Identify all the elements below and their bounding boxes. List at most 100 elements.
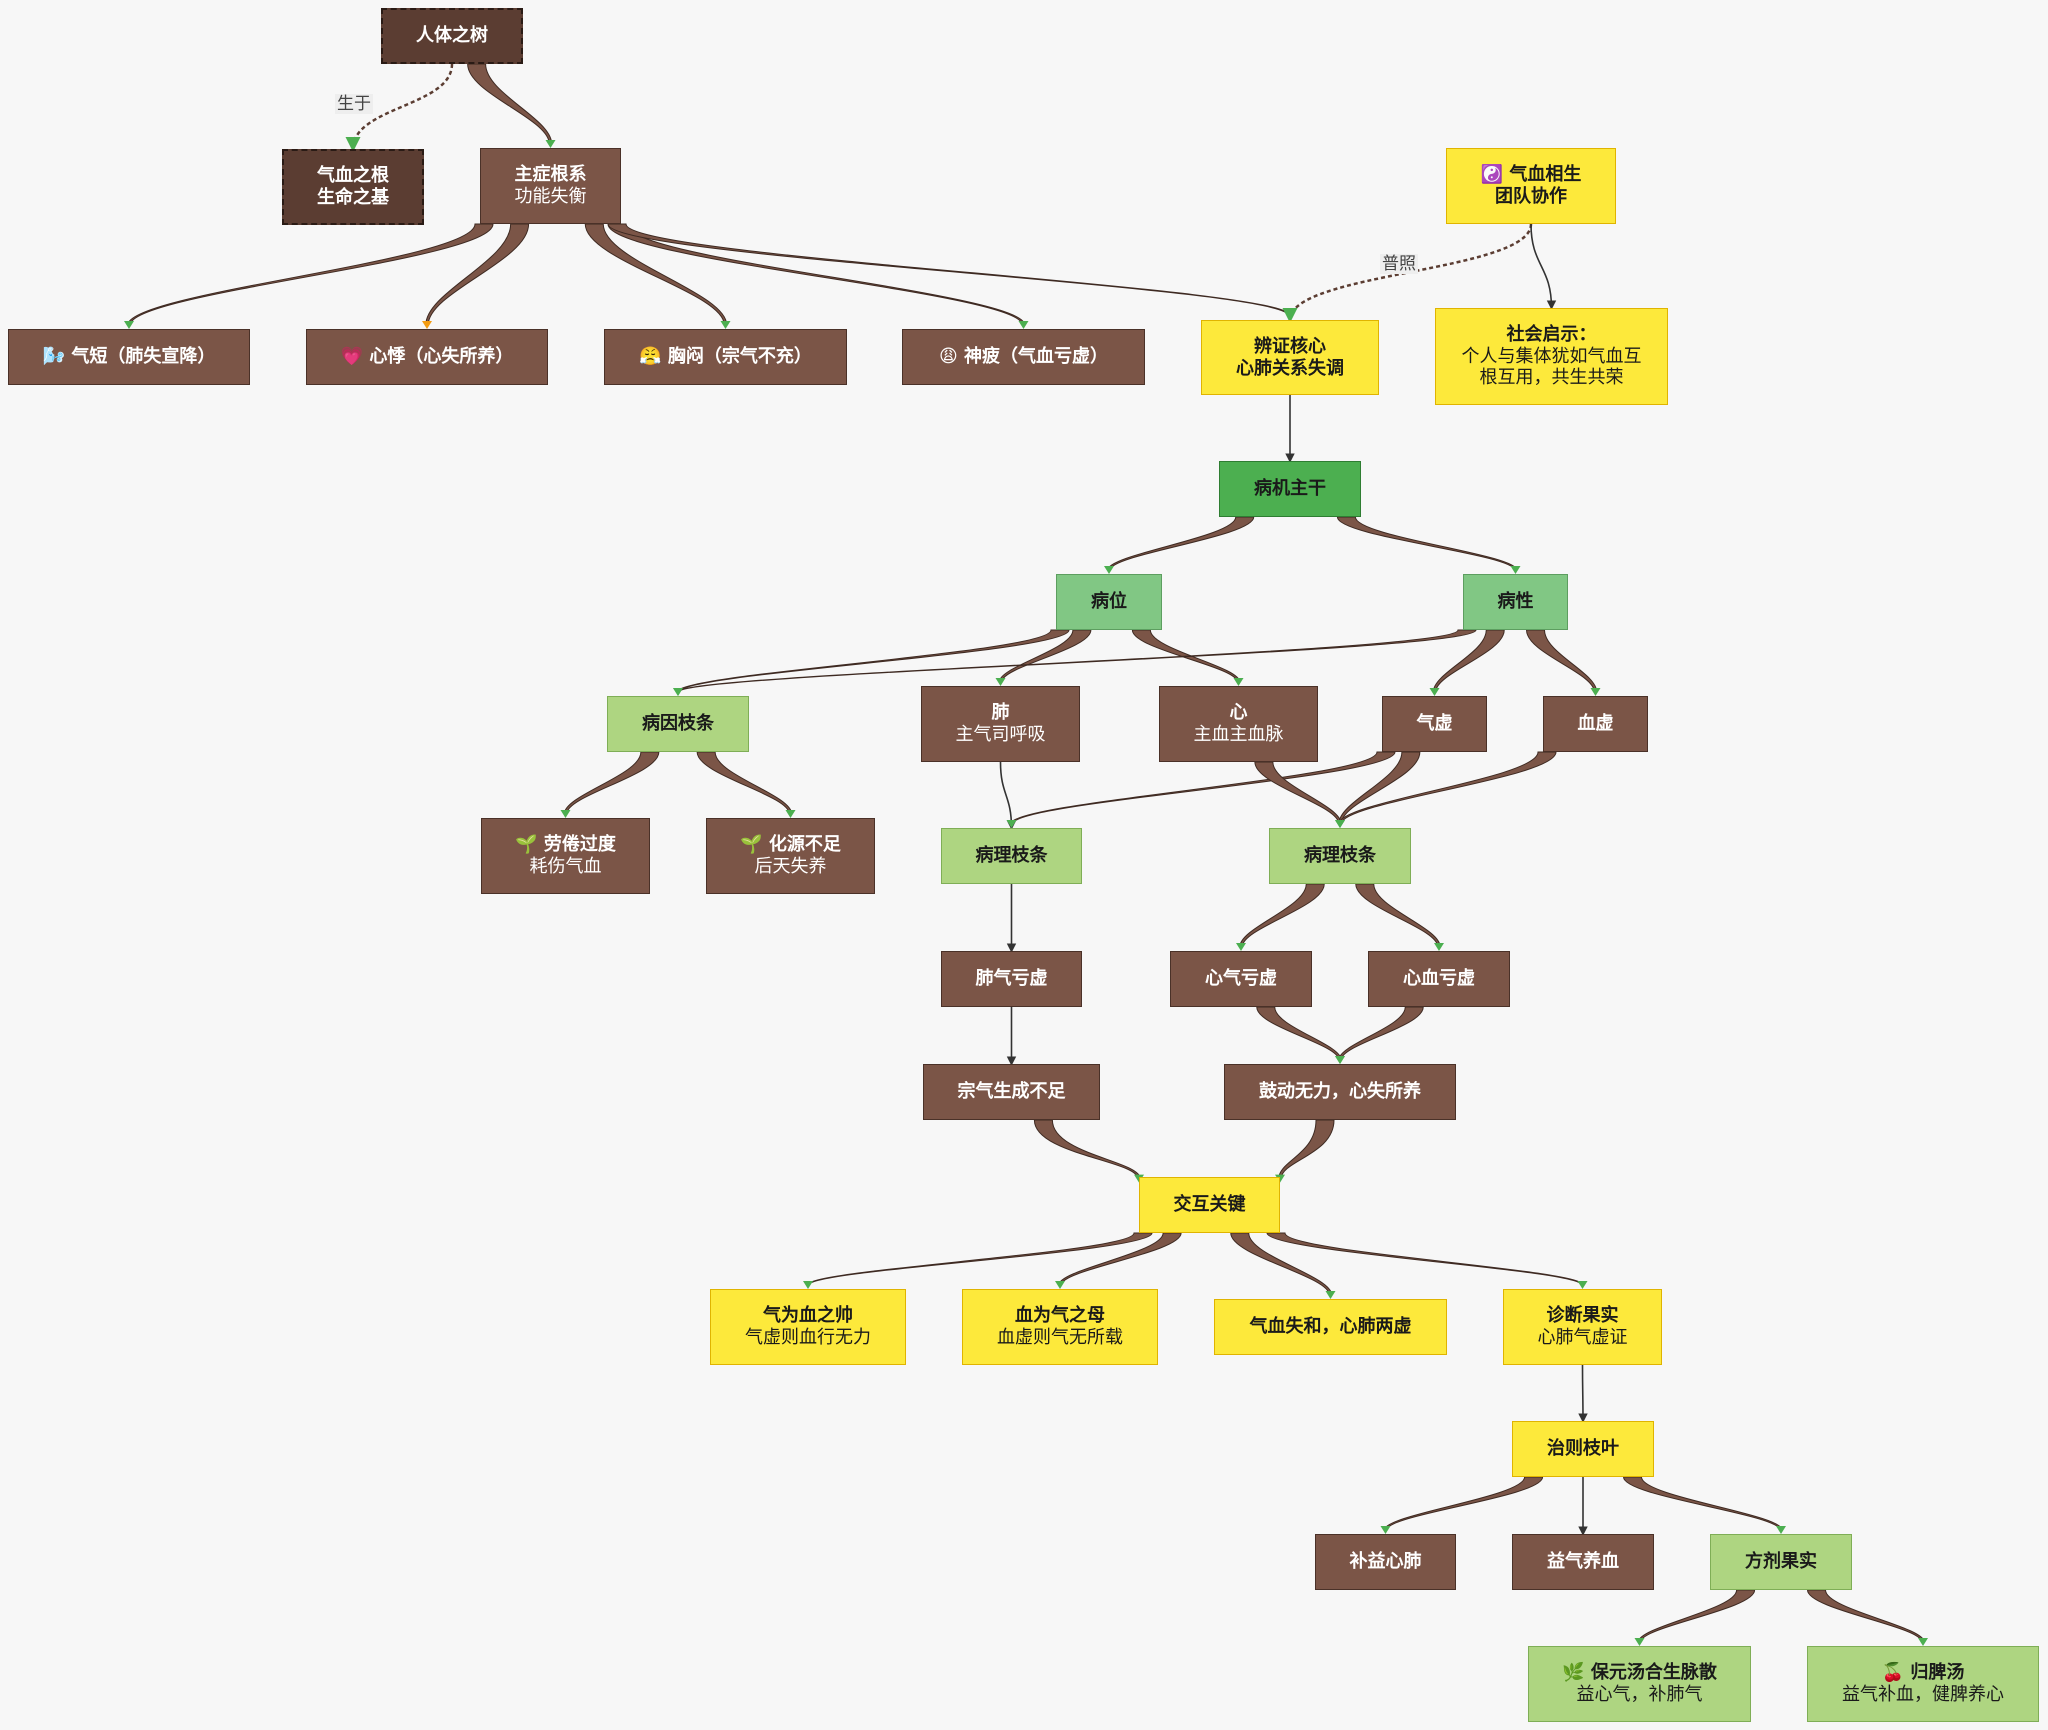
node-title: 病位 — [1091, 591, 1127, 613]
node-title: 治则枝叶 — [1547, 1438, 1619, 1460]
edge-bingyin-huayuan — [696, 751, 796, 818]
node-title: 补益心肺 — [1349, 1551, 1422, 1573]
node-pathogenesis-trunk: 病机主干 — [1219, 461, 1361, 517]
node-title: 💗 心悸（心失所养） — [340, 346, 514, 368]
node-title: 交互关键 — [1173, 1194, 1246, 1216]
node-subtitle: 益心气，补肺气 — [1576, 1684, 1703, 1705]
node-palpitation: 💗 心悸（心失所养） — [306, 329, 548, 385]
node-subtitle: 个人与集体犹如气血互根互用，共生共荣 — [1461, 345, 1642, 389]
node-subtitle: 功能失衡 — [514, 186, 587, 207]
node-title: 肺 — [991, 702, 1010, 724]
node-title: 😤 胸闷（宗气不充） — [639, 346, 812, 368]
node-fatigue: 😩 神疲（气血亏虚） — [902, 329, 1145, 385]
node-main-symptoms: 主症根系 功能失衡 — [480, 148, 621, 224]
node-weak-propulsion: 鼓动无力，心失所养 — [1224, 1064, 1456, 1120]
node-social-insight: 社会启示： 个人与集体犹如气血互根互用，共生共荣 — [1435, 308, 1668, 405]
node-title: 🌱 化源不足 — [740, 834, 841, 856]
node-title: 气血失和，心肺两虚 — [1249, 1316, 1412, 1338]
node-subtitle: 主气司呼吸 — [955, 724, 1046, 745]
node-qi-deficiency: 气虚 — [1382, 696, 1487, 752]
edge-bingji-bingxing — [1336, 516, 1521, 574]
node-subtitle: 后天失养 — [754, 856, 827, 877]
node-disease-nature: 病性 — [1463, 574, 1568, 630]
node-title: 辨证核心 — [1254, 335, 1326, 357]
node-baoyuan-shengmai: 🌿 保元汤合生脉散 益心气，补肺气 — [1528, 1646, 1751, 1722]
node-guipi-decoction: 🍒 归脾汤 益气补血，健脾养心 — [1807, 1646, 2039, 1722]
node-title: 病机主干 — [1254, 478, 1326, 500]
edge-xiangsheng-shehui — [1530, 223, 1557, 310]
node-etiology-branch: 病因枝条 — [607, 696, 749, 752]
node-title: 心气亏虚 — [1205, 968, 1277, 990]
node-pathology-branch-1: 病理枝条 — [941, 828, 1082, 884]
node-title: 🍒 归脾汤 — [1881, 1662, 1965, 1684]
node-title: 血虚 — [1577, 713, 1614, 735]
node-interaction-key: 交互关键 — [1139, 1177, 1280, 1233]
edge-xuexu-bingli2 — [1335, 751, 1557, 828]
edge-jiaohu-shihe — [1230, 1232, 1336, 1299]
node-title: 社会启示： — [1506, 324, 1597, 346]
node-qi-blood-mutual: ☯️ 气血相生 团队协作 — [1446, 148, 1616, 224]
edge-zhize-buyi — [1380, 1476, 1544, 1534]
node-subtitle: 心肺关系失调 — [1236, 357, 1344, 379]
node-zongqi-insufficient: 宗气生成不足 — [923, 1064, 1100, 1120]
edge-fei-bingli1 — [999, 761, 1017, 830]
node-chest-tightness: 😤 胸闷（宗气不充） — [604, 329, 847, 385]
edge-fangji-baoyuan — [1634, 1589, 1756, 1646]
edge-zhuzheng-qiduan — [124, 223, 494, 329]
edge-xinxue-gudong — [1335, 1006, 1424, 1064]
edge-zhuzheng-xiongmen — [584, 223, 731, 329]
node-subtitle: 生命之基 — [317, 187, 389, 208]
edge-zhenduan-zhize — [1578, 1364, 1588, 1423]
edge-jiaohu-qishuai — [803, 1232, 1153, 1289]
node-subtitle: 血虚则气无所载 — [997, 1327, 1123, 1348]
node-title: 🌱 劳倦过度 — [515, 834, 616, 856]
node-shortness-of-breath: 🌬️ 气短（肺失宣降） — [8, 329, 250, 385]
edge-bingxing-xuexu — [1525, 629, 1601, 696]
node-title: 气虚 — [1416, 713, 1453, 735]
node-title: 肺气亏虚 — [975, 968, 1048, 990]
node-title: 人体之树 — [416, 25, 488, 47]
node-diagnosis-fruit: 诊断果实 心肺气虚证 — [1503, 1289, 1662, 1365]
edge-bingyin-laojuan — [560, 751, 660, 818]
node-root-tree: 人体之树 — [381, 8, 523, 64]
node-title: 🌿 保元汤合生脉散 — [1562, 1662, 1717, 1684]
edge-jiaohu-zhenduan — [1266, 1232, 1588, 1289]
node-treatment-principle: 治则枝叶 — [1512, 1421, 1654, 1477]
edge-bingli2-xinqi — [1236, 883, 1325, 951]
edge-zhuzheng-xinji — [422, 223, 530, 329]
edge-zhuzheng-shenpi — [607, 223, 1029, 329]
node-title: 主症根系 — [514, 164, 587, 186]
node-insufficient-source: 🌱 化源不足 后天失养 — [706, 818, 875, 894]
node-pathology-branch-2: 病理枝条 — [1269, 828, 1411, 884]
node-subtitle: 耗伤气血 — [529, 856, 602, 877]
edge-bingwei-fei — [995, 629, 1092, 686]
node-disease-location: 病位 — [1056, 574, 1162, 630]
edge-jiaohu-xuemu — [1055, 1232, 1182, 1289]
node-title: 病理枝条 — [975, 845, 1048, 867]
node-blood-mother-of-qi: 血为气之母 血虚则气无所载 — [962, 1289, 1158, 1365]
node-subtitle: 益气补血，健脾养心 — [1842, 1684, 2004, 1705]
node-tonify-heart-lung: 补益心肺 — [1315, 1534, 1456, 1590]
edge-root-qixue — [345, 63, 454, 152]
node-qixue-root: 气血之根 生命之基 — [282, 149, 424, 225]
node-title: 气血之根 — [317, 165, 389, 187]
edge-bingji-bingwei — [1104, 516, 1255, 574]
node-subtitle: 团队协作 — [1495, 186, 1567, 207]
node-title: 诊断果实 — [1546, 1305, 1619, 1327]
node-heart-qi-deficiency: 心气亏虚 — [1170, 951, 1312, 1007]
node-formula-fruit: 方剂果实 — [1710, 1534, 1852, 1590]
node-title: 心血亏虚 — [1403, 968, 1475, 990]
node-subtitle: 气虚则血行无力 — [745, 1327, 871, 1348]
node-title: 益气养血 — [1547, 1551, 1619, 1573]
node-title: 心 — [1229, 702, 1248, 724]
node-title: 鼓动无力，心失所养 — [1259, 1081, 1421, 1103]
node-lung-qi-deficiency: 肺气亏虚 — [941, 951, 1082, 1007]
edge-fangji-guipi — [1806, 1589, 1928, 1646]
node-title: 病因枝条 — [642, 713, 714, 735]
node-title: 🌬️ 气短（肺失宣降） — [42, 346, 216, 368]
node-title: 😩 神疲（气血亏虚） — [938, 346, 1109, 368]
node-title: ☯️ 气血相生 — [1480, 164, 1582, 186]
node-title: 病性 — [1497, 591, 1534, 613]
